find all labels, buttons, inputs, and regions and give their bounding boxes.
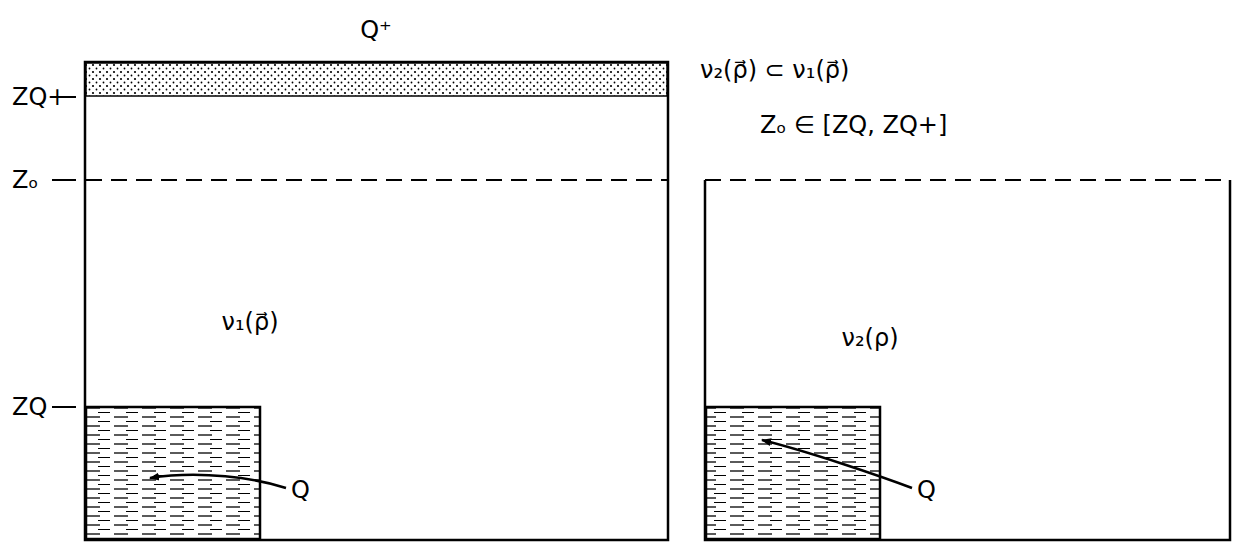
level-label: Zₒ bbox=[12, 167, 38, 193]
vessel-region: ν₂(ρ) bbox=[705, 180, 1230, 540]
relation-note: ν₂(ρ⃗) ⊂ ν₁(ρ⃗) bbox=[700, 57, 849, 83]
dashed-level bbox=[705, 179, 1230, 181]
relation-note: Zₒ ∈ [ZQ, ZQ+] bbox=[760, 112, 947, 138]
region-label: ν₂(ρ) bbox=[842, 325, 899, 351]
stippled-band bbox=[86, 63, 667, 96]
vessel-outline bbox=[85, 62, 668, 540]
level-label: ZQ+ bbox=[12, 84, 67, 110]
leader-arrow bbox=[762, 440, 912, 488]
dashed-level bbox=[86, 179, 667, 181]
leader-arrow bbox=[150, 475, 286, 488]
level-label: ZQ bbox=[12, 394, 47, 420]
region-label: ν₁(ρ⃗) bbox=[222, 309, 279, 335]
tick-mark bbox=[52, 179, 76, 181]
tick-mark bbox=[52, 406, 76, 408]
quantity-label: Q⁺ bbox=[360, 17, 392, 43]
hatched-block bbox=[86, 407, 260, 539]
quantity-label: Q bbox=[917, 477, 936, 503]
vessel-outline bbox=[705, 180, 1230, 540]
vessel-region: ν₁(ρ⃗) bbox=[85, 62, 668, 540]
hatched-block bbox=[706, 407, 880, 539]
quantity-label: Q bbox=[291, 477, 310, 503]
